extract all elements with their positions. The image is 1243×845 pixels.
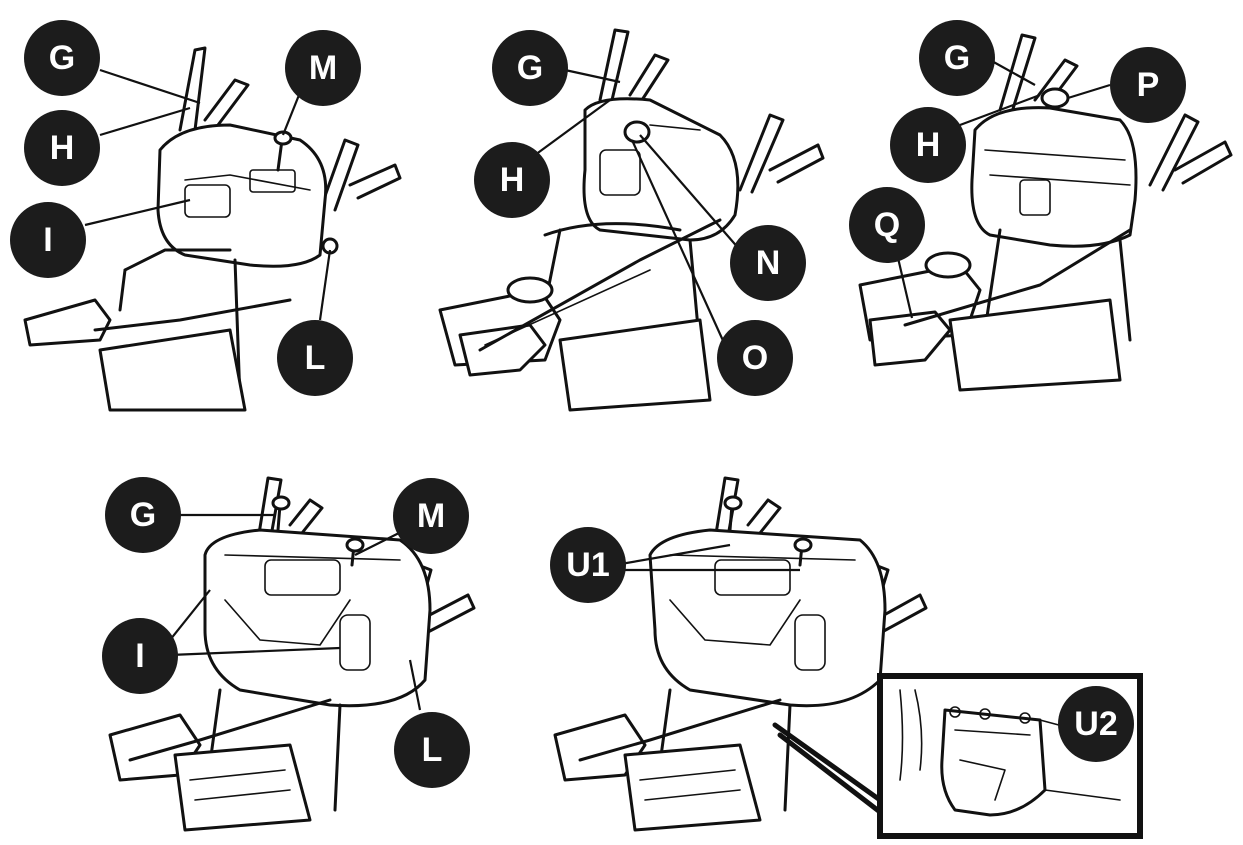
figure-4-labels: G M I L: [102, 477, 470, 788]
label-badge: I: [10, 202, 86, 278]
svg-text:I: I: [43, 221, 52, 259]
label-badge: H: [24, 110, 100, 186]
svg-text:M: M: [417, 497, 445, 535]
svg-text:I: I: [135, 637, 144, 675]
svg-text:L: L: [422, 731, 443, 769]
figure-5-leaders: [614, 543, 883, 815]
figure-4-leaders: [169, 513, 422, 711]
label-badge: Q: [849, 187, 925, 263]
label-badge: G: [24, 20, 100, 96]
svg-text:H: H: [50, 129, 75, 167]
label-badge: G: [919, 20, 995, 96]
figure-3-machine-drawing: [858, 33, 1233, 392]
svg-text:Q: Q: [874, 206, 900, 244]
figure-4-machine-drawing: [108, 476, 476, 832]
label-badge: M: [285, 30, 361, 106]
label-badge: L: [277, 320, 353, 396]
label-badge: M: [393, 478, 469, 554]
svg-text:O: O: [742, 339, 768, 377]
svg-text:G: G: [49, 39, 75, 77]
svg-text:N: N: [756, 244, 781, 282]
svg-text:P: P: [1137, 66, 1160, 104]
svg-text:G: G: [130, 496, 156, 534]
svg-text:H: H: [916, 126, 941, 164]
figure-5-labels: U1 U2: [550, 527, 1134, 762]
label-badge: U2: [1058, 686, 1134, 762]
svg-text:G: G: [944, 39, 970, 77]
svg-text:H: H: [500, 161, 525, 199]
label-badge: O: [717, 320, 793, 396]
label-badge: G: [105, 477, 181, 553]
label-badge: H: [474, 142, 550, 218]
svg-text:G: G: [517, 49, 543, 87]
svg-text:M: M: [309, 49, 337, 87]
figure-5-machine-drawing: [553, 476, 928, 832]
label-badge: P: [1110, 47, 1186, 123]
figure-2-leaders: [534, 68, 741, 346]
figure-1-labels: G M H I L: [10, 20, 361, 396]
figure-2-labels: G H N O: [474, 30, 806, 396]
label-badge: G: [492, 30, 568, 106]
svg-text:U2: U2: [1074, 705, 1117, 743]
label-badge: H: [890, 107, 966, 183]
figure-1-machine-drawing: [23, 46, 402, 412]
svg-text:L: L: [305, 339, 326, 377]
label-badge: L: [394, 712, 470, 788]
label-badge: I: [102, 618, 178, 694]
svg-text:U1: U1: [566, 546, 609, 584]
label-badge: U1: [550, 527, 626, 603]
figure-3-labels: G P H Q: [849, 20, 1186, 263]
label-badge: N: [730, 225, 806, 301]
